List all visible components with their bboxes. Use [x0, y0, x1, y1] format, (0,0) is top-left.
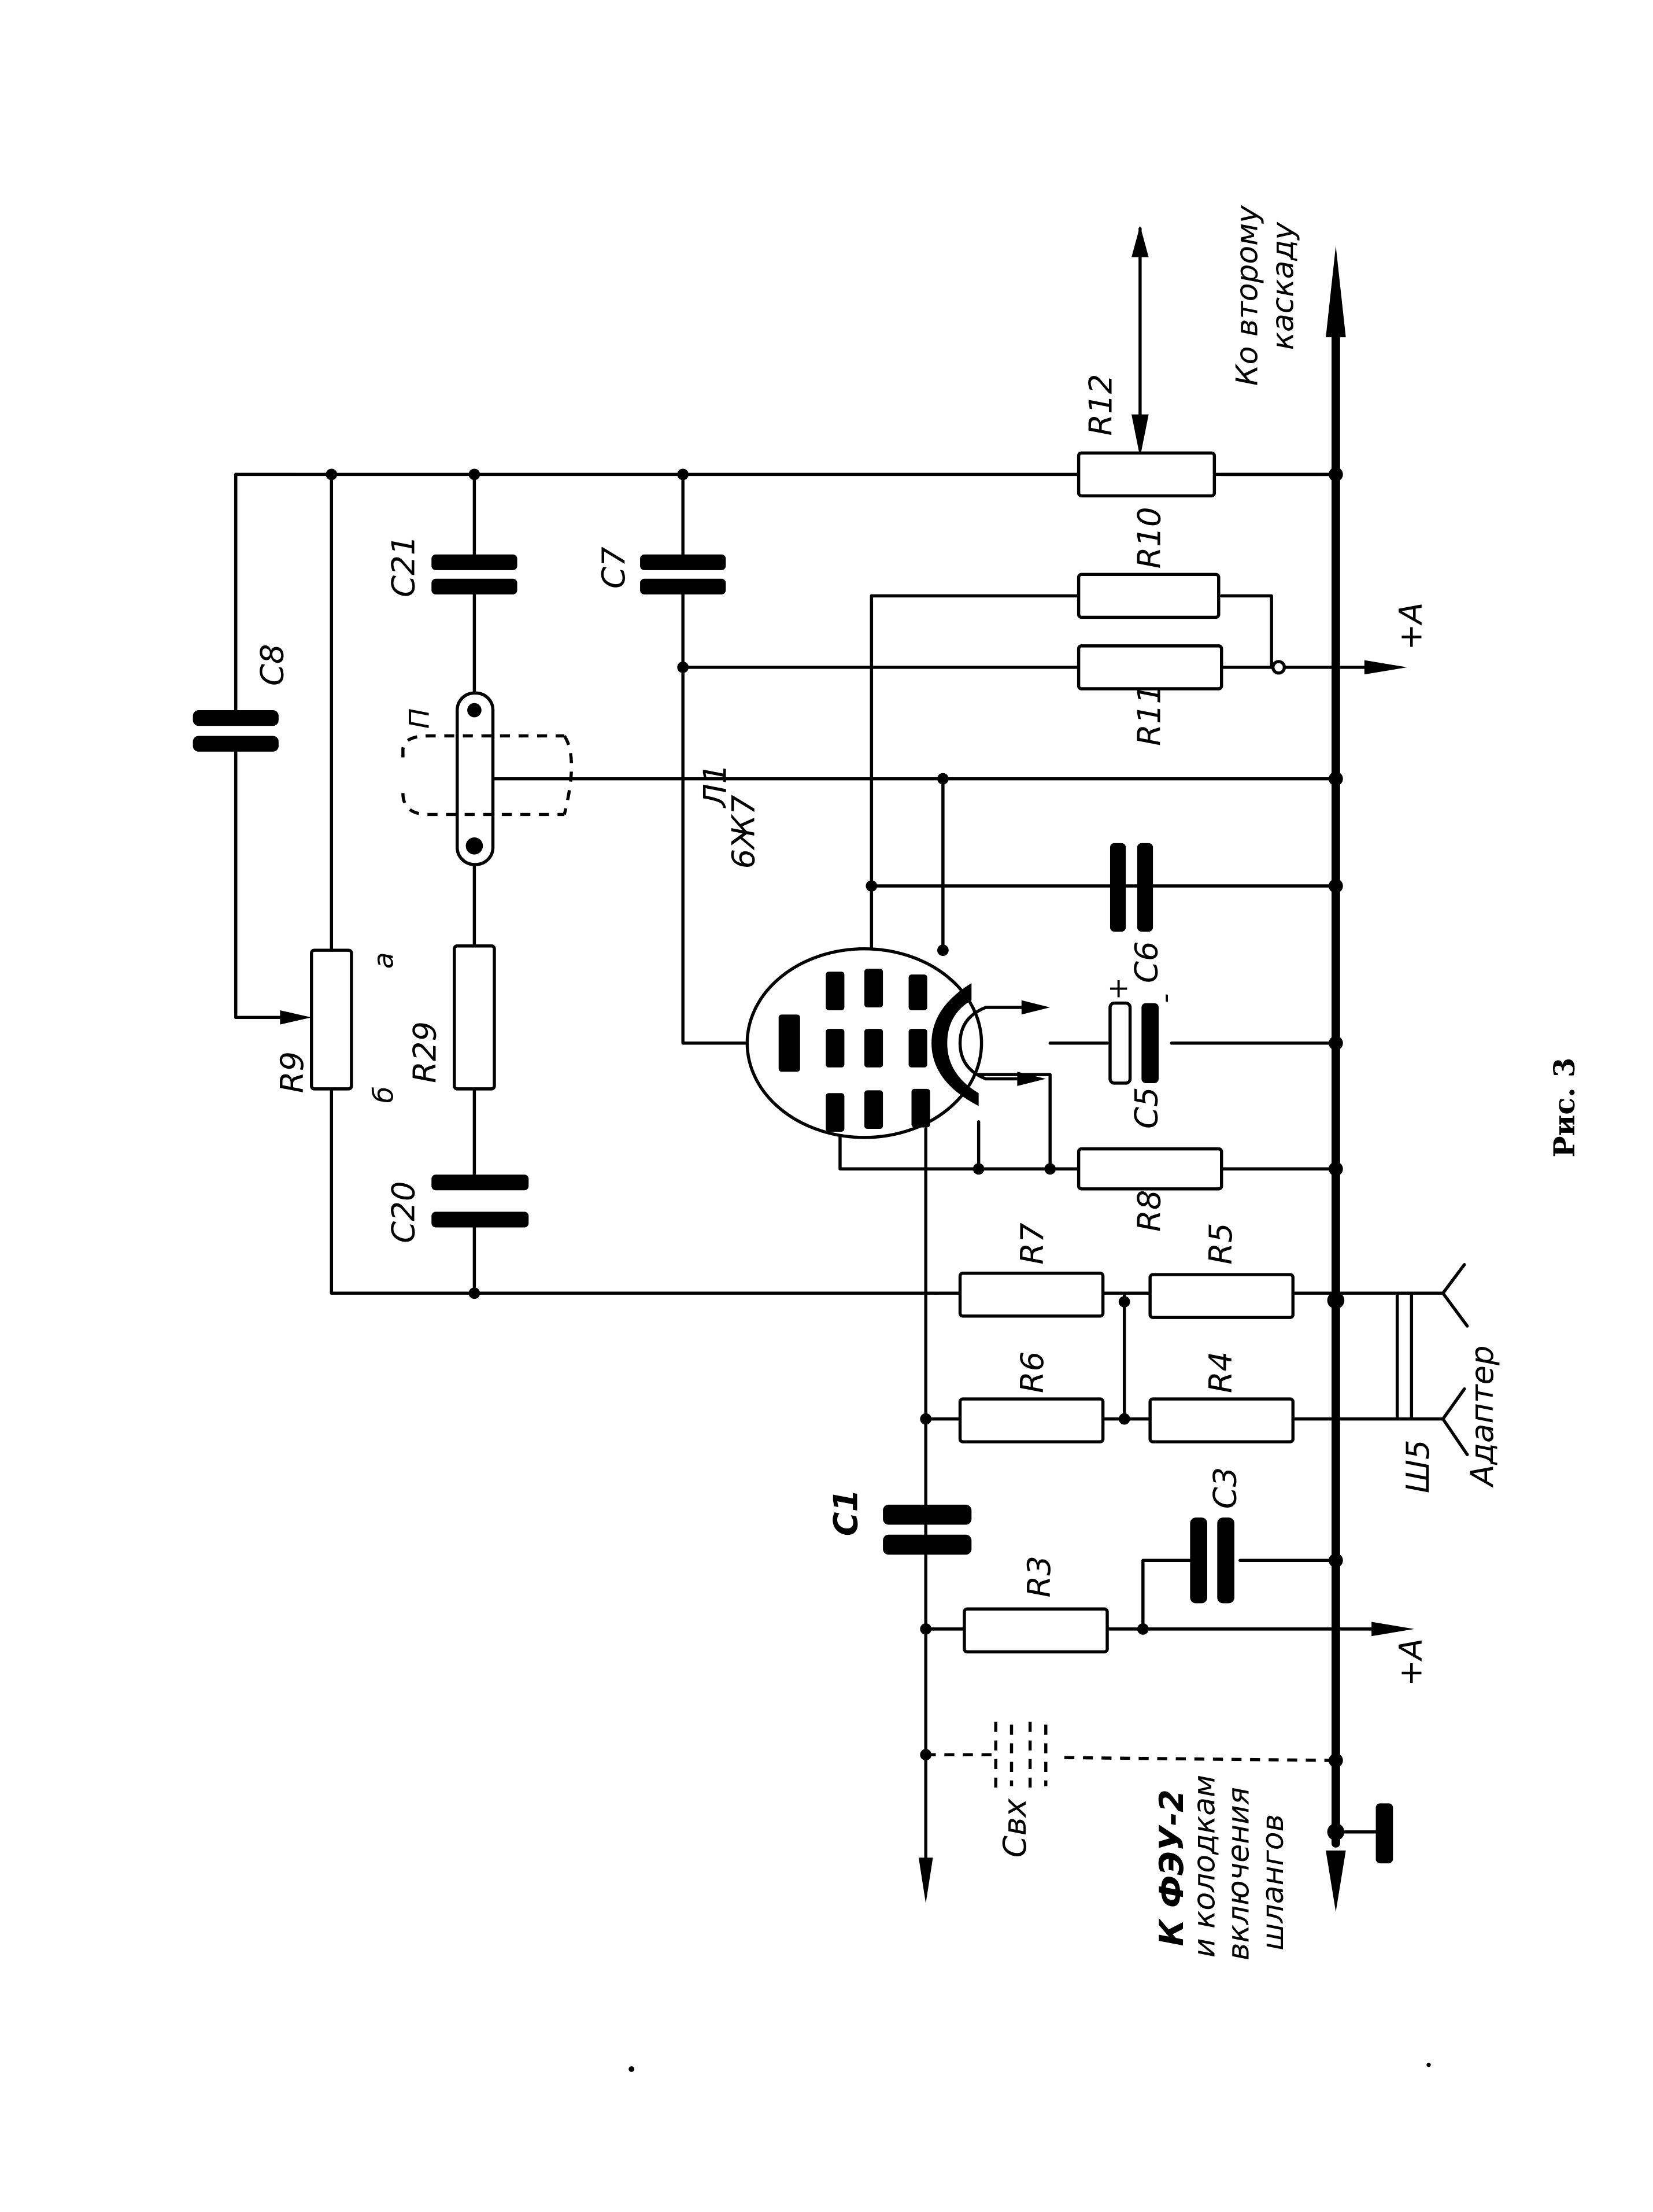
junction-nodes: [326, 467, 1345, 1841]
label-tube-ref: Л1: [697, 764, 733, 808]
resistor-r6[interactable]: [958, 1397, 1105, 1443]
resistor-r12[interactable]: [1077, 451, 1216, 498]
wire-r9: [330, 472, 938, 1295]
resistor-r7[interactable]: [958, 1271, 1105, 1318]
capacitor-c20[interactable]: [431, 1175, 529, 1228]
resistor-r4[interactable]: [1148, 1397, 1295, 1443]
wire-cin-dashed: [926, 1753, 1336, 1762]
label-c20: C20: [386, 1181, 422, 1243]
ground-terminal: [1375, 1803, 1393, 1864]
scan-speck: [1426, 2062, 1431, 2067]
label-r3: R3: [1021, 1556, 1057, 1597]
label-c6: C6: [1129, 941, 1165, 983]
label-supply-top: +А: [1393, 603, 1429, 651]
label-input-line1: К ФЭУ-2: [1153, 1789, 1191, 1946]
label-output-line1: Ко второму: [1230, 205, 1264, 386]
wire-r10: [870, 594, 1273, 669]
supply-arrow-top: [1364, 660, 1407, 675]
resistor-r8[interactable]: [1077, 1147, 1223, 1191]
label-r6: R6: [1014, 1351, 1051, 1393]
wire-r8: [838, 1127, 1338, 1170]
indicator-bulb[interactable]: [401, 691, 574, 866]
label-r10: R10: [1131, 507, 1167, 568]
vacuum-tube[interactable]: [745, 947, 1051, 1139]
label-r9: R9: [274, 1051, 310, 1093]
capacitor-cin: [994, 1722, 1048, 1789]
ground-bus: [280, 226, 1415, 1912]
capacitor-c5[interactable]: [1108, 1001, 1159, 1085]
capacitor-c21[interactable]: [431, 554, 517, 594]
capacitor-c7[interactable]: [640, 554, 726, 594]
scan-speck: [628, 2066, 635, 2072]
supply-arrow-bottom: [1371, 1622, 1415, 1637]
label-c5-plus: +: [1107, 973, 1130, 1005]
label-adapter: Адаптер: [1464, 1346, 1500, 1488]
label-c1: C1: [827, 1489, 866, 1536]
label-r29: R29: [407, 1021, 443, 1083]
label-r5: R5: [1203, 1223, 1239, 1264]
label-bulb: П: [404, 708, 435, 729]
label-input-line2: и колодкам: [1187, 1775, 1222, 1958]
resistors: [310, 451, 1295, 1654]
wire-c8-branch: [234, 472, 295, 1020]
resistor-r5[interactable]: [1148, 1273, 1295, 1319]
resistor-r3[interactable]: [963, 1607, 1109, 1654]
label-c5: C5: [1129, 1087, 1165, 1129]
label-c7: C7: [596, 546, 632, 589]
label-r12: R12: [1082, 374, 1119, 436]
label-pot-a: а: [368, 952, 400, 969]
resistor-r11[interactable]: [1077, 644, 1223, 690]
label-c5-minus: -: [1149, 994, 1181, 1003]
r9-wiper-arrow: [280, 1010, 312, 1025]
label-input-line4: шлангов: [1256, 1814, 1290, 1951]
connector-sh5[interactable]: [1441, 1263, 1469, 1457]
label-cin: Свх: [997, 1798, 1033, 1858]
label-supply-bottom: +А: [1393, 1638, 1429, 1686]
capacitor-c1[interactable]: [883, 1504, 972, 1555]
resistor-r10[interactable]: [1077, 573, 1221, 619]
capacitor-c3[interactable]: [1190, 1517, 1234, 1604]
capacitor-c8[interactable]: [193, 710, 279, 752]
r12-top-arrow: [1131, 226, 1149, 257]
capacitors: [193, 554, 1234, 1789]
wire-cathode: [977, 1042, 1338, 1170]
label-input-line3: включения: [1222, 1787, 1256, 1960]
label-tube-type: 6Ж7: [726, 795, 762, 869]
resistor-r9[interactable]: [310, 948, 353, 1091]
wire-adapter: [1334, 1291, 1445, 1421]
label-pot-b: б: [368, 1087, 400, 1103]
label-r8: R8: [1131, 1190, 1167, 1232]
wire-shield: [487, 777, 1338, 952]
label-c8: C8: [254, 644, 290, 686]
wires: [234, 227, 1445, 1895]
label-r4: R4: [1203, 1351, 1239, 1393]
capacitor-c6[interactable]: [1110, 843, 1153, 932]
figure-caption: Рис. 3: [1548, 1058, 1581, 1158]
label-r7: R7: [1014, 1223, 1051, 1265]
label-connector: Ш5: [1400, 1439, 1436, 1493]
label-output-line2: каскаду: [1266, 221, 1300, 350]
input-arrow-bottom: [918, 1858, 933, 1904]
r12-wiper-arrow: [1131, 414, 1149, 457]
resistor-r29[interactable]: [453, 944, 496, 1091]
bus-arrow-top: [1326, 246, 1346, 338]
wire-c7-column: [681, 472, 771, 1045]
component-labels: C8 R9 а б R29 C20 C21 П C7 Л1 6Ж7 R12 R1…: [254, 205, 1581, 1960]
label-c21: C21: [386, 536, 422, 597]
label-r11: R11: [1131, 684, 1167, 746]
bus-arrow-bottom: [1326, 1850, 1346, 1912]
wire-c3: [1141, 1559, 1338, 1631]
label-c3: C3: [1207, 1467, 1243, 1509]
